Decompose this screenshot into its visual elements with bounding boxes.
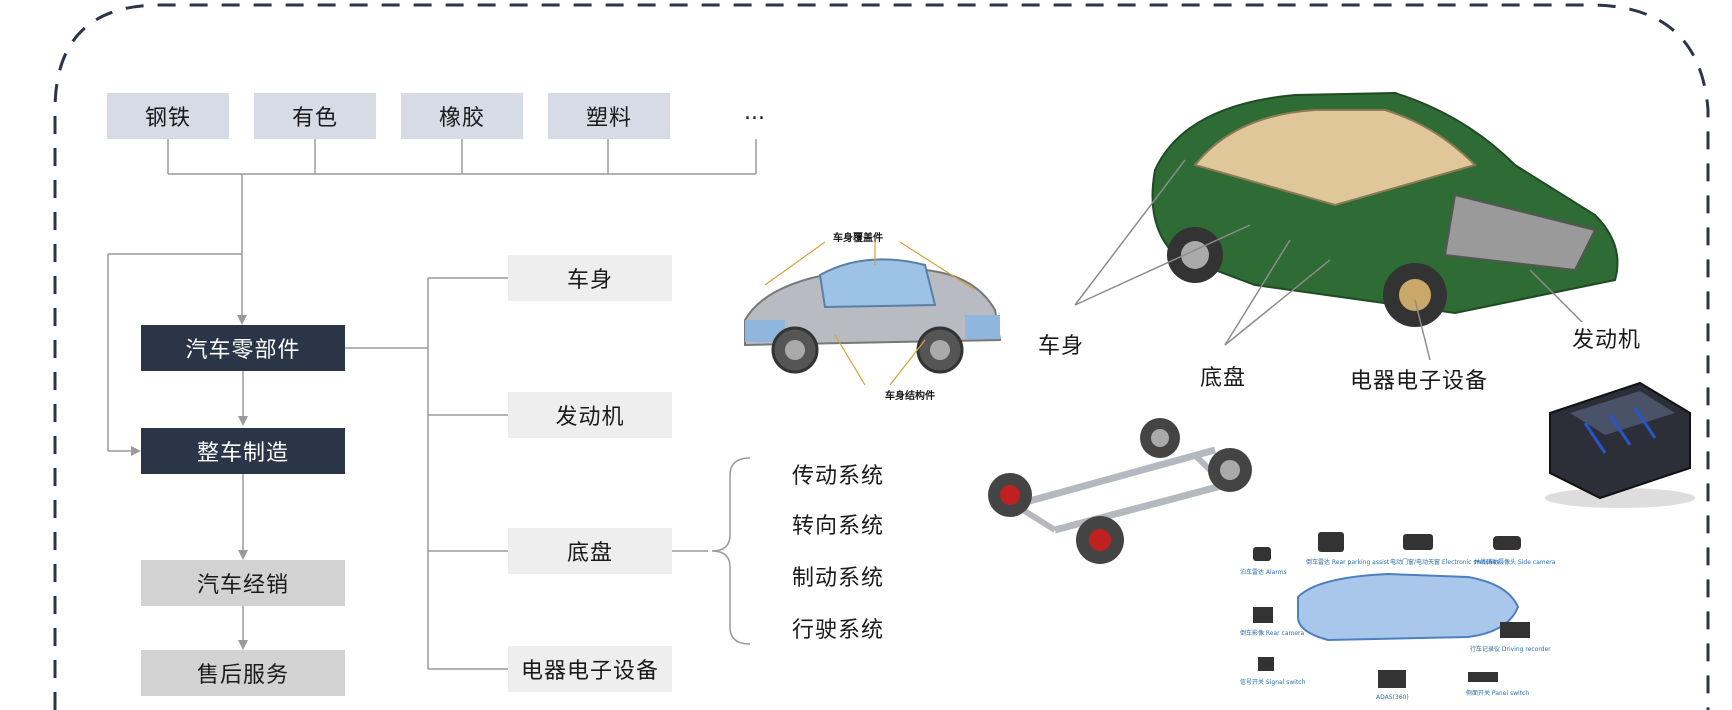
adas-label-rear-camera: 倒车影像 Rear camera <box>1240 630 1305 637</box>
arrowhead <box>131 446 141 456</box>
cutaway-car-image <box>1035 55 1675 330</box>
chassis-brace <box>711 457 751 645</box>
car-label-body: 车身 <box>1038 328 1085 360</box>
component-engine: 发动机 <box>508 392 672 438</box>
adas-label-panel-switch: 侧面开关 Panel switch <box>1466 690 1530 697</box>
vehicle-manufacturing-box: 整车制造 <box>141 428 345 474</box>
auto-parts-box: 汽车零部件 <box>141 325 345 371</box>
arrowhead <box>237 315 247 325</box>
chassis-frame-image <box>975 410 1260 570</box>
car-body-illustration <box>744 241 1002 386</box>
system-braking: 制动系统 <box>792 566 885 591</box>
auto-sales-box: 汽车经销 <box>141 560 345 606</box>
body-structure-image: 车身覆盖件 车身结构件 <box>725 225 1015 410</box>
adas-label-switches: 电动门窗/电动天窗 Electronic switches <box>1390 559 1500 566</box>
adas-label-parking: 倒车雷达 Rear parking assist <box>1306 559 1390 566</box>
dashed-frame <box>53 3 1710 710</box>
material-steel: 钢铁 <box>107 93 229 139</box>
adas-label-side-camera: 并线辅助摄像头 Side camera <box>1474 559 1556 566</box>
body-cover-label: 车身覆盖件 <box>833 233 883 244</box>
system-transmission: 传动系统 <box>792 464 885 489</box>
car-label-electronics: 电器电子设备 <box>1350 363 1489 395</box>
material-rubber: 橡胶 <box>401 93 523 139</box>
adas-label-signal-switch: 信号开关 Signal switch <box>1240 679 1306 686</box>
engine-illustration <box>1545 381 1695 508</box>
adas-label-alarms: 泊车雷达 Alarms <box>1240 569 1287 576</box>
body-structure-label: 车身结构件 <box>885 391 935 402</box>
component-body: 车身 <box>508 255 672 301</box>
adas-label-360: ADAS(360) <box>1376 694 1409 701</box>
bypass-connector <box>107 253 242 452</box>
component-chassis: 底盘 <box>508 528 672 574</box>
system-running: 行驶系统 <box>792 618 885 643</box>
system-steering: 转向系统 <box>792 514 885 539</box>
component-connector <box>345 277 708 670</box>
chassis-illustration <box>988 418 1252 564</box>
after-sales-box: 售后服务 <box>141 650 345 696</box>
material-connector <box>167 139 757 320</box>
adas-label-recorder: 行车记录仪 Driving recorder <box>1470 646 1551 653</box>
component-electronics: 电器电子设备 <box>508 646 672 692</box>
material-plastic: 塑料 <box>548 93 670 139</box>
green-car-illustration <box>1151 91 1619 327</box>
material-nonferrous: 有色 <box>254 93 376 139</box>
car-label-chassis: 底盘 <box>1200 360 1247 392</box>
electronics-illustration <box>1253 532 1530 688</box>
engine-image <box>1530 373 1700 513</box>
electronics-image: 泊车雷达 Alarms 倒车雷达 Rear parking assist 电动门… <box>1238 522 1558 710</box>
car-label-engine: 发动机 <box>1572 322 1642 354</box>
materials-more: ... <box>744 100 765 125</box>
